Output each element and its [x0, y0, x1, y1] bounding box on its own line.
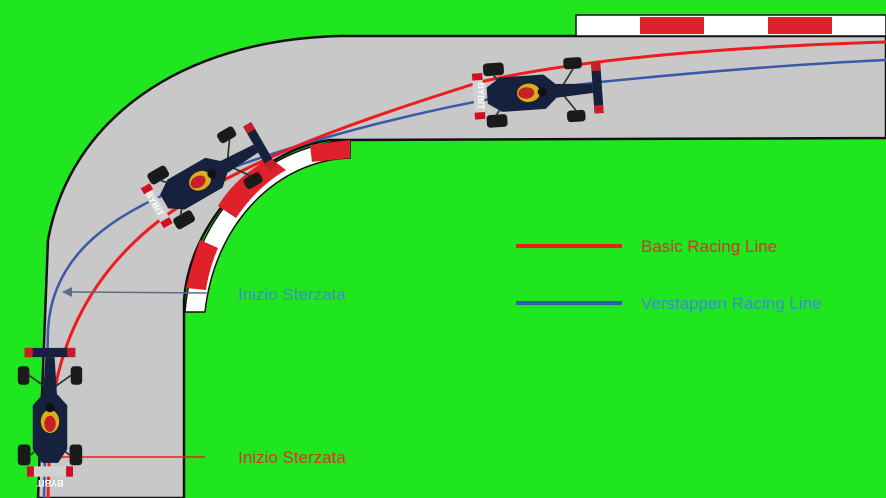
legend: Basic Racing Line Verstappen Racing Line — [516, 237, 822, 313]
inner-kerb-red-segment — [186, 240, 218, 290]
car-livery-text: BYBIT — [36, 478, 64, 488]
legend-basic-label: Basic Racing Line — [641, 237, 777, 256]
basic-steer-label: Inizio Sterzata — [238, 448, 346, 467]
verstappen-steer-pointer — [62, 287, 209, 297]
outer-kerb — [575, 14, 886, 37]
basic-racing-line — [46, 40, 886, 498]
inner-kerb-red-segment — [218, 158, 286, 218]
car-livery-text: BYBIT — [476, 83, 486, 111]
verstappen-racing-line — [42, 58, 886, 498]
legend-verstappen-label: Verstappen Racing Line — [641, 294, 822, 313]
verstappen-steer-label: Inizio Sterzata — [238, 285, 346, 304]
inner-kerb-red-segment — [310, 140, 350, 162]
